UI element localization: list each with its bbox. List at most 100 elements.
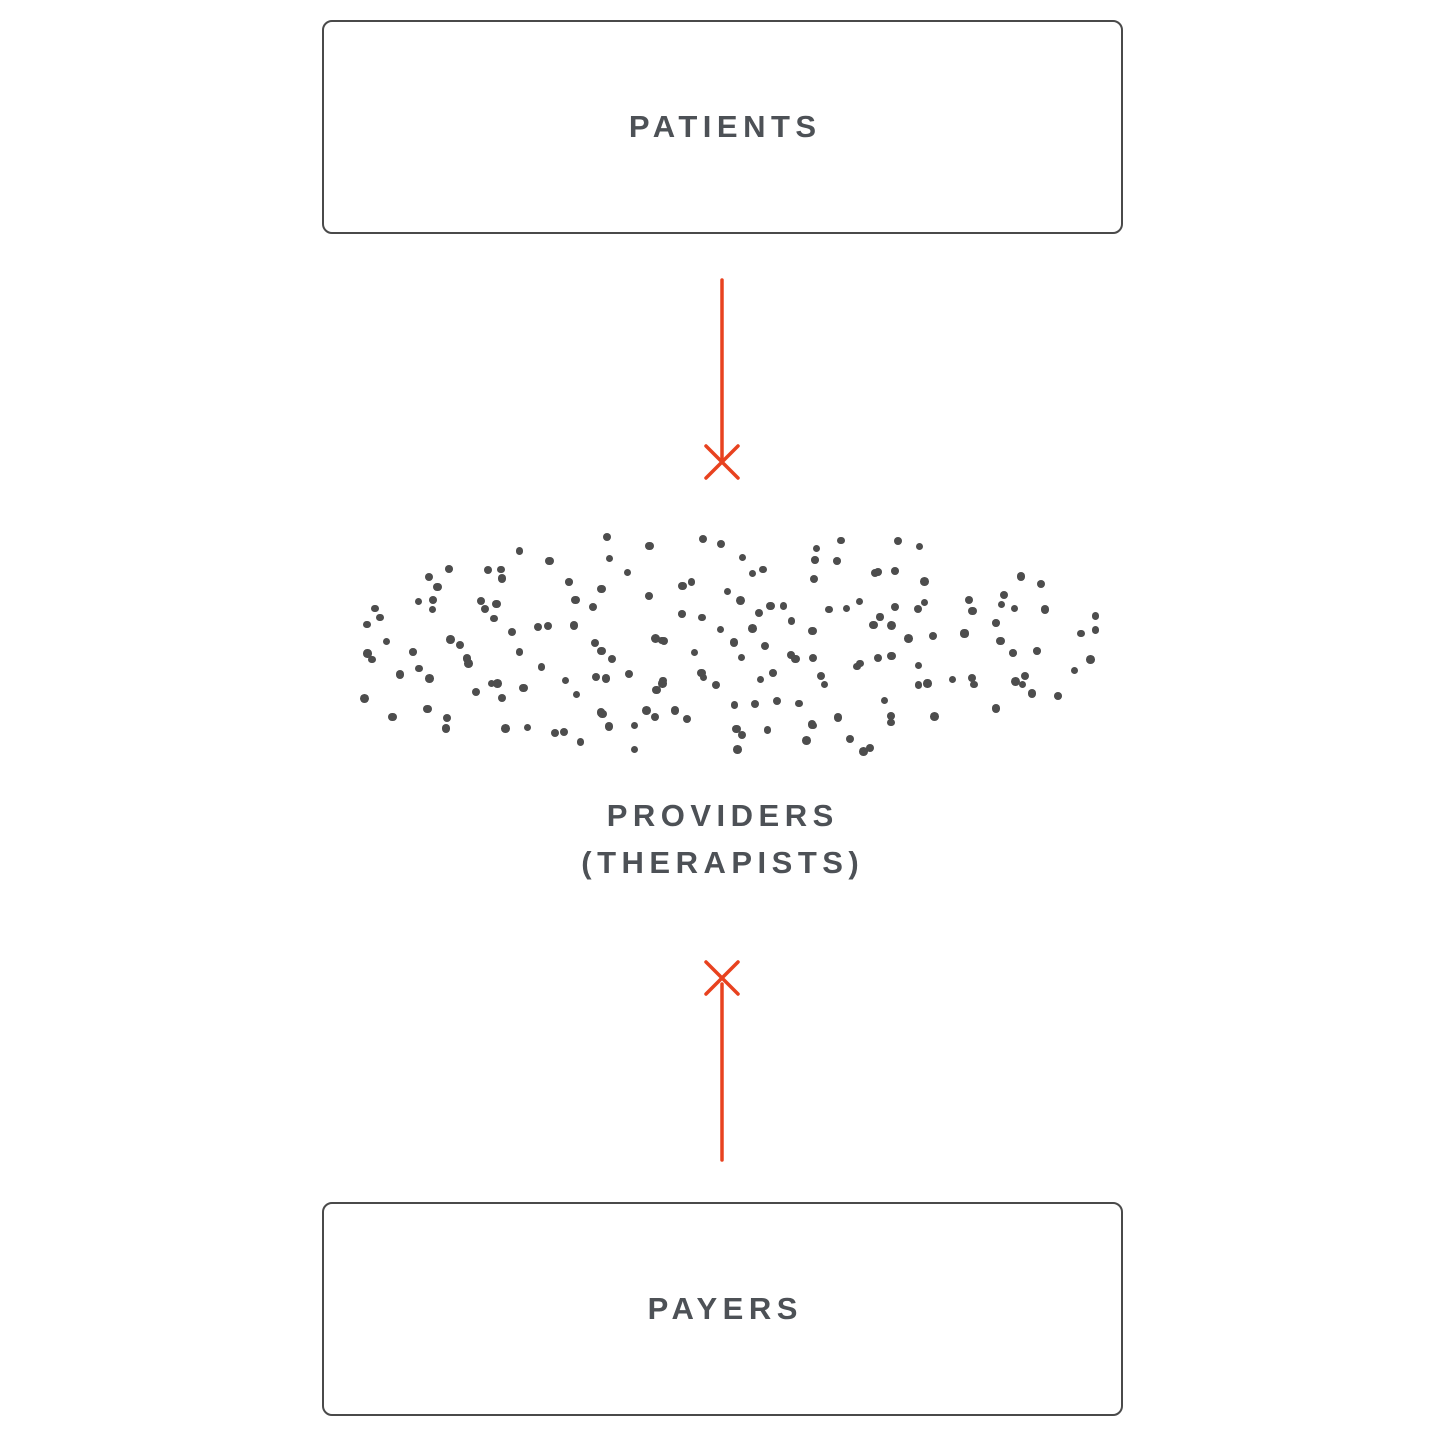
provider-dot <box>965 596 974 605</box>
provider-dot <box>424 572 433 582</box>
provider-dot <box>652 686 661 695</box>
provider-dot <box>732 724 742 734</box>
provider-dot <box>723 587 731 595</box>
provider-dot <box>395 670 405 679</box>
provider-dot <box>738 554 747 562</box>
provider-dot <box>678 610 686 618</box>
provider-dot <box>913 605 922 614</box>
provider-dot <box>786 650 795 659</box>
provider-dot <box>948 675 957 684</box>
provider-dot <box>992 619 1000 627</box>
provider-dot <box>544 556 554 566</box>
provider-dot <box>516 648 524 656</box>
provider-dot <box>471 687 480 697</box>
provider-dot <box>658 636 667 645</box>
provider-dot <box>624 669 634 679</box>
provider-dot <box>808 626 817 636</box>
provider-dot <box>712 680 721 689</box>
provider-dot <box>766 601 775 611</box>
provider-dot <box>493 679 502 689</box>
provider-dot <box>732 745 742 754</box>
provider-dot <box>893 537 902 546</box>
provider-dot <box>811 556 819 564</box>
provider-dot <box>730 701 739 709</box>
provider-dot <box>914 661 922 670</box>
provider-dot <box>929 711 939 721</box>
provider-dot <box>409 648 417 656</box>
provider-dot <box>550 728 559 737</box>
provider-dot <box>359 693 369 703</box>
provider-dot <box>688 578 696 586</box>
provider-dot <box>1009 649 1017 657</box>
providers-label-line1: PROVIDERS <box>606 798 839 833</box>
provider-dot <box>837 536 845 545</box>
provider-dot <box>455 641 464 650</box>
provider-dot <box>604 722 614 731</box>
provider-dot <box>1091 626 1099 634</box>
provider-dot <box>591 672 601 682</box>
provider-dot <box>441 723 451 733</box>
provider-dot <box>429 606 437 614</box>
provider-dot <box>589 603 598 612</box>
provider-dot <box>1027 689 1037 698</box>
patients-label: PATIENTS <box>628 109 822 144</box>
provider-dot <box>651 634 660 644</box>
provider-dot <box>756 675 765 684</box>
provider-dot <box>968 674 977 683</box>
provider-dot <box>873 567 882 576</box>
provider-dot <box>415 664 424 673</box>
provider-dot <box>928 632 937 641</box>
provider-dot <box>779 602 788 610</box>
blocked-arrow-up-svg <box>704 960 740 1162</box>
payers-box: PAYERS <box>322 1202 1123 1416</box>
provider-dot <box>1016 572 1026 581</box>
provider-dot <box>855 597 863 605</box>
provider-dot <box>696 668 706 678</box>
provider-dot <box>424 674 434 683</box>
provider-dot <box>523 723 532 731</box>
providers-label: PROVIDERS (THERAPISTS) <box>0 792 1440 886</box>
provider-dot <box>572 690 581 699</box>
provider-dot <box>758 565 767 574</box>
provider-dot <box>843 604 851 612</box>
provider-dot <box>490 614 498 623</box>
provider-dot <box>808 653 818 662</box>
provider-dot <box>1040 605 1050 614</box>
provider-dot <box>999 590 1008 600</box>
provider-dot <box>749 569 757 577</box>
provider-dot <box>559 727 569 737</box>
provider-dot <box>915 542 924 551</box>
provider-dot <box>763 726 772 734</box>
provider-dot <box>658 679 667 688</box>
provider-dot <box>856 660 864 668</box>
provider-dot <box>683 714 692 723</box>
provider-dot <box>483 566 492 575</box>
provider-dot <box>991 704 1001 713</box>
provider-dot <box>363 620 371 629</box>
provider-dot <box>698 535 707 544</box>
provider-dot <box>880 697 888 705</box>
provider-dot <box>812 544 820 553</box>
provider-dot <box>866 744 875 753</box>
provider-dot <box>463 659 473 668</box>
provider-dot <box>809 721 817 729</box>
provider-dot <box>462 654 472 663</box>
provider-dot <box>630 722 638 730</box>
provider-dot <box>518 683 528 693</box>
provider-dot <box>569 621 579 630</box>
provider-dot <box>423 704 432 714</box>
provider-dot <box>769 669 778 677</box>
provider-dot <box>446 635 456 644</box>
provider-dot <box>1011 605 1019 613</box>
provider-dot <box>576 738 585 746</box>
provider-dot <box>716 540 725 549</box>
blocked-arrow-up-icon <box>692 956 752 1162</box>
provider-dot <box>886 651 896 661</box>
provider-dot <box>597 709 607 719</box>
provider-dot <box>833 713 843 722</box>
provider-dot <box>1018 681 1026 689</box>
provider-dot <box>773 696 782 705</box>
blocked-arrow-down-icon <box>692 278 752 480</box>
provider-dot <box>498 694 507 703</box>
